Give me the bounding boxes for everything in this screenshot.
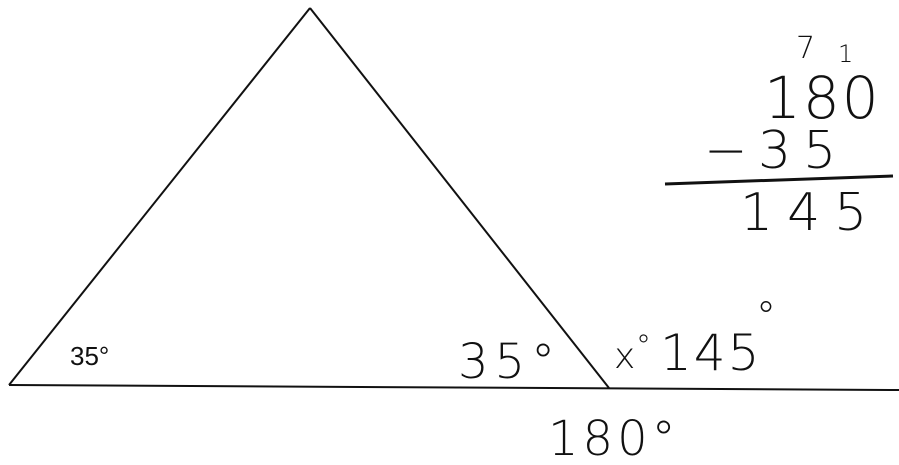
straight-base-line: [8, 384, 899, 391]
exterior-angle-x-label: x: [614, 336, 635, 377]
exterior-value-degree: °: [756, 294, 776, 340]
exterior-degree-marker: °: [636, 329, 651, 364]
difference: 145: [740, 183, 881, 243]
subtraction-working: 7 1 180 − 35 145: [664, 31, 894, 243]
borrow-tick: 1: [838, 40, 853, 68]
subtrahend: 35: [758, 121, 848, 181]
borrow-mark: 7: [796, 31, 815, 66]
triangle-right-side: [309, 7, 610, 389]
subtraction-rule: [664, 174, 894, 186]
exterior-angle-value: 145: [660, 324, 761, 382]
triangle: [8, 7, 610, 389]
right-base-angle-label: 35°: [458, 334, 561, 390]
minus-sign: −: [704, 121, 748, 181]
straight-line-sum-label: 180°: [548, 411, 680, 465]
minuend: 180: [764, 64, 881, 132]
triangle-left-side: [8, 7, 311, 386]
left-base-angle-label: 35°: [70, 341, 109, 371]
